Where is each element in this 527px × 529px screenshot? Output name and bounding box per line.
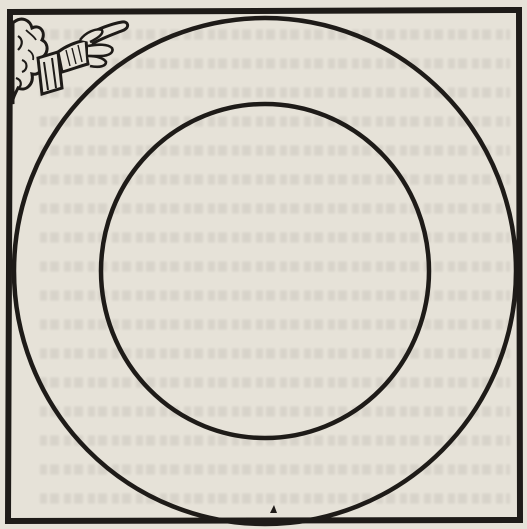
manicule-icon [13,19,128,104]
bottom-mark [270,505,277,513]
inner-circle [101,104,429,438]
outer-circle [14,18,516,524]
